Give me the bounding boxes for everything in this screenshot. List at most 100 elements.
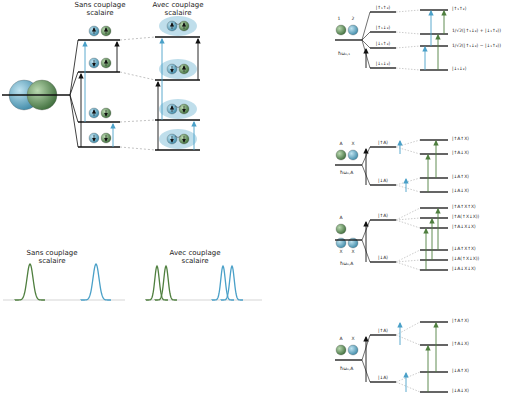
- state-label: |↑A⟩: [378, 329, 388, 334]
- spin-arrow: [106, 135, 107, 141]
- state-label: X: [351, 337, 354, 342]
- energy-level: [420, 321, 448, 322]
- energy-level: [396, 46, 420, 48]
- state-label: |↓A↑X⟩: [452, 369, 469, 374]
- energy-level: [420, 217, 448, 218]
- energy-level: [396, 250, 420, 262]
- state-label: |↓A↓X↓X⟩: [452, 267, 476, 272]
- energy-level: [370, 146, 396, 147]
- state-label: |↑A(↑X↓X)⟩: [452, 215, 479, 220]
- state-label: |↓A↑X⟩: [452, 175, 469, 180]
- state-label: |↓A⟩: [378, 179, 388, 184]
- state-label: 1: [338, 17, 341, 22]
- coupling-mark: [175, 106, 181, 108]
- state-label: |↑A↑X↑X⟩: [452, 205, 476, 210]
- energy-level: [370, 219, 396, 220]
- energy-level: [70, 72, 78, 95]
- spectrum-peak: [155, 266, 177, 300]
- spin-sphere: [167, 21, 177, 31]
- spin-sphere: [101, 26, 111, 36]
- energy-level: [70, 95, 78, 122]
- state-label: |↓A⟩: [378, 376, 388, 381]
- panel-heading: Avec couplage scalaire: [165, 250, 225, 265]
- energy-level: [370, 261, 396, 262]
- energy-level: [370, 31, 396, 32]
- spin-arrow: [94, 60, 95, 66]
- energy-level: [396, 260, 420, 262]
- spin-arrow: [184, 136, 185, 142]
- energy-level: [370, 381, 396, 382]
- energy-level: [396, 220, 420, 228]
- state-label: |↓A↑X↑X⟩: [452, 247, 476, 252]
- spin-sphere: [348, 345, 358, 355]
- spin-arrow: [172, 66, 173, 72]
- state-label: ħω₀,A: [340, 367, 353, 372]
- energy-level: [420, 45, 448, 46]
- energy-level: [420, 139, 448, 140]
- spin-sphere: [179, 64, 189, 74]
- transition-arrow: [366, 49, 367, 68]
- state-label: |↑₁↑₂⟩: [452, 7, 466, 12]
- panel-heading: Sans couplage scalaire: [74, 2, 126, 17]
- transition-arrow: [158, 82, 159, 150]
- energy-level: [120, 120, 155, 122]
- transition-arrow: [432, 219, 433, 260]
- energy-level: [335, 39, 362, 40]
- state-label: 1/√2(|↑₁↓₂⟩ − |↓₁↑₂⟩): [452, 44, 501, 49]
- energy-level: [335, 359, 362, 360]
- energy-level: [396, 178, 420, 185]
- transition-arrow: [366, 149, 367, 185]
- energy-level: [370, 11, 396, 12]
- state-label: X: [351, 142, 354, 147]
- energy-level: [396, 372, 420, 382]
- transition-arrow: [162, 39, 163, 120]
- energy-level: [420, 9, 448, 10]
- energy-level: [396, 10, 420, 12]
- coupling-cloud: [159, 99, 197, 119]
- spectrum-peak: [15, 264, 45, 300]
- spin-sphere: [101, 133, 111, 143]
- energy-level: [420, 391, 448, 392]
- spin-arrow: [172, 136, 173, 142]
- state-label: |↑A↑X⟩: [452, 319, 469, 324]
- transition-arrow: [444, 11, 445, 34]
- energy-level: [120, 147, 155, 150]
- energy-level: [420, 371, 448, 372]
- spin-sphere: [89, 133, 99, 143]
- energy-level: [70, 40, 78, 95]
- panel-heading: Avec couplage scalaire: [152, 2, 204, 17]
- energy-level: [362, 32, 370, 40]
- spin-sphere: [179, 104, 189, 114]
- state-label: A: [339, 337, 342, 342]
- spin-sphere: [89, 58, 99, 68]
- state-label: X: [351, 250, 354, 255]
- transition-arrow: [366, 337, 367, 382]
- energy-level: [420, 227, 448, 228]
- spin-arrow: [184, 106, 185, 112]
- energy-level: [370, 334, 396, 335]
- state-label: |↑A↓X⟩: [452, 151, 469, 156]
- energy-level: [420, 249, 448, 250]
- transition-arrow: [400, 323, 401, 345]
- state-label: |↑A↑X⟩: [452, 137, 469, 142]
- energy-level: [396, 32, 420, 34]
- energy-level: [396, 185, 420, 192]
- transition-arrow: [117, 42, 118, 72]
- energy-level: [420, 191, 448, 192]
- energy-level: [78, 121, 120, 123]
- spin-sphere: [336, 345, 346, 355]
- energy-level: [420, 69, 448, 70]
- coupling-mark: [175, 23, 181, 25]
- spectrum-peak: [221, 266, 243, 300]
- transition-arrow: [428, 346, 429, 392]
- energy-level: [420, 259, 448, 260]
- state-label: A: [339, 216, 342, 221]
- transition-arrow: [194, 122, 195, 150]
- transition-arrow: [438, 209, 439, 250]
- energy-level: [335, 239, 362, 240]
- spin-arrow: [94, 135, 95, 141]
- coupling-mark: [175, 66, 181, 68]
- spin-arrow: [184, 23, 185, 29]
- transition-arrow: [85, 42, 86, 122]
